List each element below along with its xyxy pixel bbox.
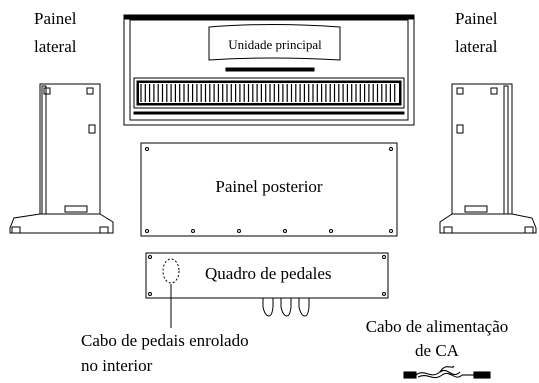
left-panel-label-line2: lateral [34, 37, 77, 56]
ac-cable-label-line2: de CA [415, 341, 459, 360]
back-panel-illustration [140, 142, 398, 237]
pedal-frame-label: Quadro de pedales [205, 264, 332, 283]
pedal-cable-label-line1: Cabo de pedais enrolado [81, 331, 249, 350]
right-side-panel-illustration [439, 83, 537, 234]
main-unit-label: Unidade principal [228, 37, 322, 52]
left-panel-label-line1: Painel [34, 9, 77, 28]
back-panel-label: Painel posterior [215, 177, 323, 196]
ac-power-cord-illustration [403, 365, 491, 379]
right-panel-label-line2: lateral [455, 37, 498, 56]
right-panel-label-line1: Painel [455, 9, 498, 28]
pedal-frame-illustration [145, 252, 389, 328]
ac-cable-label-line1: Cabo de alimentação [365, 317, 509, 336]
left-side-panel-illustration [9, 83, 114, 234]
pedal-cable-label-line2: no interior [81, 356, 153, 375]
main-unit-illustration [123, 14, 415, 126]
